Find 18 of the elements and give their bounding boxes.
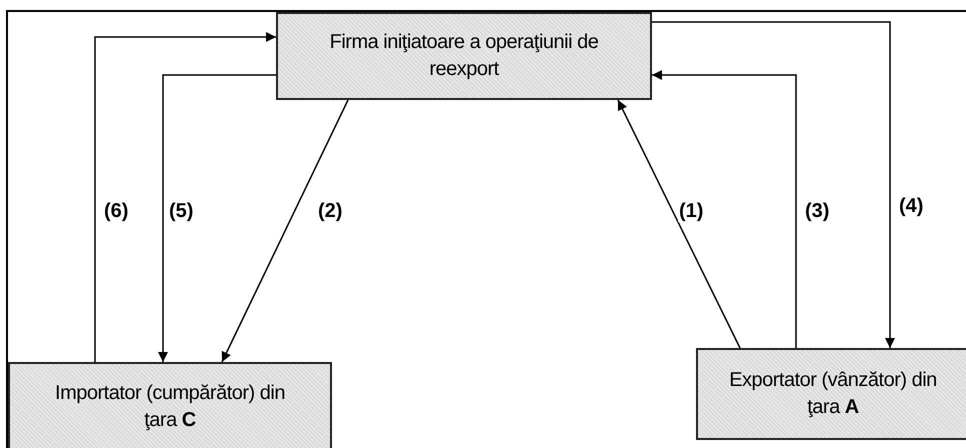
box-text: Importator (cumpărător) din ţara C (54, 381, 286, 433)
arrow (652, 21, 895, 348)
box-text: Firma iniţiatoare a operaţiunii de reexport (328, 30, 600, 82)
arrow (652, 70, 797, 348)
arrow (158, 74, 276, 362)
edge-label: (3) (804, 200, 830, 222)
process-box (696, 348, 966, 440)
box-text: Exportator (vânzător) din ţara A (728, 368, 938, 420)
process-box (8, 362, 332, 448)
arrow (94, 32, 276, 362)
arrow (221, 100, 349, 362)
process-box (276, 12, 652, 100)
edge-label: (4) (898, 195, 924, 217)
arrow (617, 100, 741, 348)
edge-label: (2) (317, 200, 344, 222)
edge-label: (1) (678, 200, 704, 222)
edge-label: (5) (168, 200, 194, 222)
edge-label: (6) (103, 200, 130, 222)
